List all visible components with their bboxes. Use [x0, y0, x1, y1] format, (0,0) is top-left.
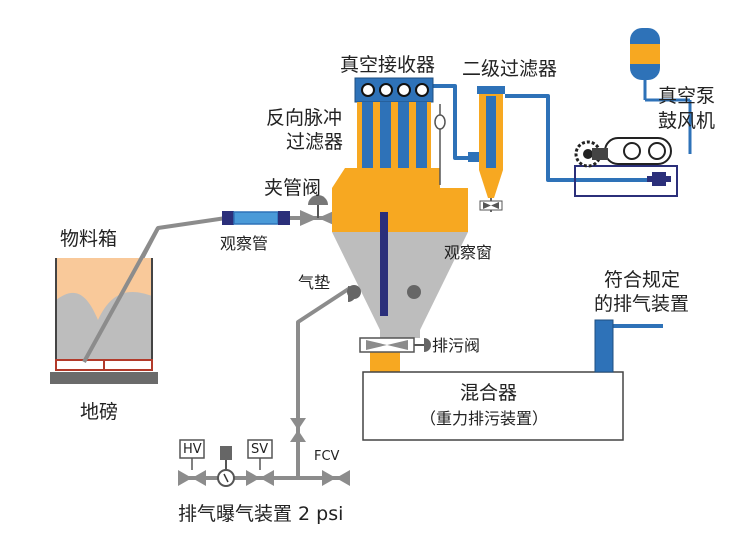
- label-sight-window: 观察窗: [444, 243, 492, 262]
- label-material-box: 物料箱: [60, 228, 117, 250]
- floor-scale: [50, 372, 158, 384]
- label-hv: HV: [183, 442, 202, 457]
- material-box: [55, 227, 160, 371]
- label-sv: SV: [251, 442, 268, 457]
- secondary-filter: [468, 86, 505, 198]
- label-compliant-vent-1: 符合规定: [604, 269, 680, 291]
- label-vacuum-receiver: 真空接收器: [340, 54, 435, 76]
- secondary-filter-valve: [479, 198, 503, 212]
- level-switch: [434, 104, 446, 185]
- label-pinch-valve: 夹管阀: [264, 177, 321, 199]
- blue-pipes: [433, 84, 663, 328]
- label-floor-scale: 地磅: [80, 401, 118, 423]
- label-drain-valve: 排污阀: [432, 336, 480, 355]
- mixer: [362, 371, 624, 441]
- label-vacuum-pump-2: 鼓风机: [658, 110, 715, 132]
- sight-tube: [222, 211, 290, 225]
- label-fcv: FCV: [314, 449, 340, 464]
- label-secondary-filter: 二级过滤器: [462, 58, 557, 80]
- label-mixer-1: 混合器: [460, 382, 517, 404]
- pinch-valve: [300, 195, 336, 226]
- label-vacuum-pump-1: 真空泵: [658, 85, 715, 107]
- label-vent-device: 排气曝气装置 2 psi: [178, 503, 343, 525]
- vacuum-pump: [574, 28, 692, 197]
- vacuum-receiver: [332, 77, 468, 372]
- filter-to-pump-pipe: [505, 94, 648, 182]
- vent-assembly: [178, 418, 350, 487]
- compliant-vent: [594, 319, 614, 373]
- receiver-to-filter-pipe: [433, 84, 472, 160]
- drain-valve: [359, 337, 431, 353]
- label-compliant-vent-2: 的排气装置: [594, 293, 689, 315]
- label-sight-tube: 观察管: [220, 234, 268, 253]
- label-air-cushion: 气垫: [298, 273, 330, 292]
- label-reverse-pulse-2: 过滤器: [286, 131, 343, 153]
- label-reverse-pulse-1: 反向脉冲: [266, 107, 342, 129]
- label-mixer-2: （重力排污装置）: [420, 409, 548, 428]
